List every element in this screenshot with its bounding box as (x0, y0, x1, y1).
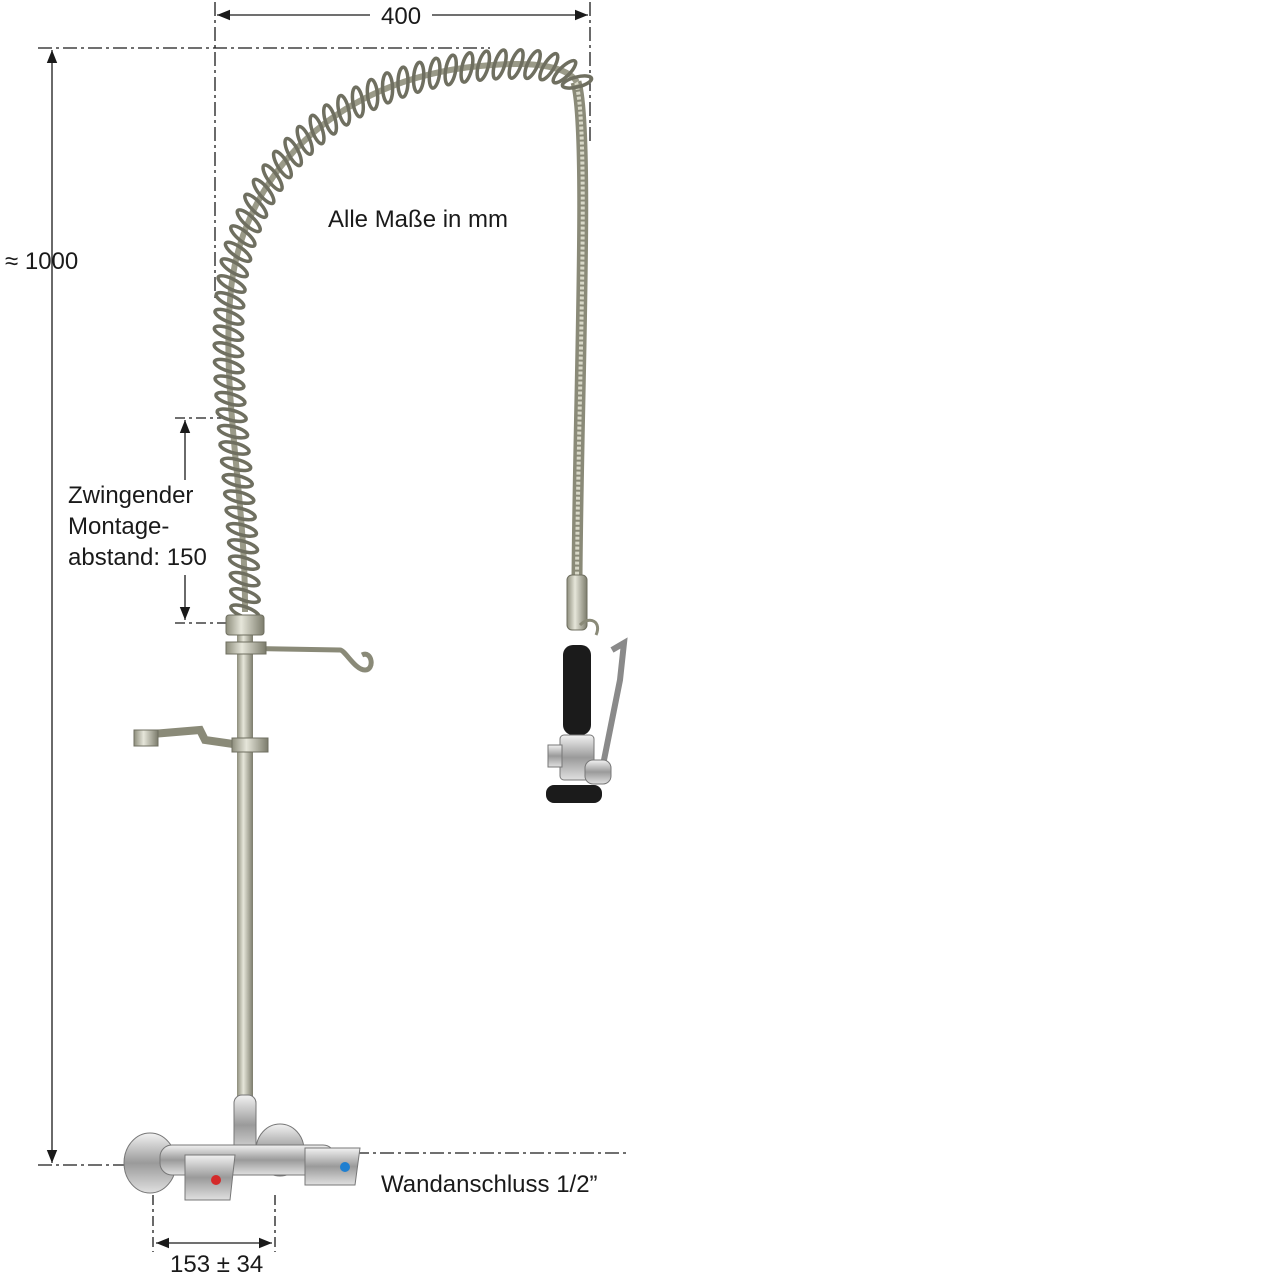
spring-coil (212, 357, 245, 375)
spring-coil (219, 257, 250, 279)
spring-coil (214, 290, 246, 310)
spring-coil (350, 85, 366, 119)
spring-coil (308, 113, 326, 146)
spring-coil (216, 423, 250, 440)
hot-indicator-icon (211, 1175, 221, 1185)
spray-valve (546, 574, 628, 803)
spring-coil (427, 56, 442, 90)
spring-coil (295, 124, 315, 157)
width-dimension-label: 400 (381, 3, 422, 30)
spring-coil (507, 48, 525, 80)
connection-note: Wandanschluss 1/2” (381, 1171, 598, 1198)
pole (237, 615, 253, 1105)
spacing-label-line-3: abstand: 150 (68, 544, 207, 571)
spring-coil (214, 390, 247, 407)
units-note: Alle Maße in mm (328, 206, 509, 233)
spring-coil (261, 163, 284, 192)
spring-coil (221, 472, 254, 489)
spacing-label-line-2: Montage- (68, 513, 170, 540)
spacing-label-line-1: Zwingender (68, 482, 194, 509)
spring-coil (227, 554, 261, 571)
spring-coil (475, 49, 492, 82)
spring-coil (223, 240, 253, 264)
spring-coil (243, 192, 269, 220)
spring-coil (219, 456, 253, 473)
spring-coil (229, 224, 257, 249)
spring-coil (560, 74, 594, 90)
spring-coil (411, 60, 426, 94)
spring-coil (491, 48, 508, 81)
spring-coil (226, 538, 260, 555)
spring-coil (228, 586, 261, 605)
spring-coil (283, 136, 304, 168)
spring-coil (215, 407, 248, 424)
spring-coil (224, 505, 257, 522)
dimension-lines (38, 2, 628, 1252)
spring-coil (212, 324, 245, 343)
spring-coil (251, 177, 276, 206)
spring-coils (212, 48, 594, 621)
hook-arm (225, 641, 374, 673)
base-dimension-label: 153 ± 34 (170, 1251, 264, 1278)
spring-coil (551, 58, 578, 85)
spring-coil (321, 103, 339, 136)
spring-coil (396, 65, 410, 99)
spring-coil (213, 307, 245, 326)
spring-coil (365, 77, 380, 112)
spring-core (225, 61, 580, 613)
spring-coil (218, 440, 251, 456)
spring-coil (443, 53, 459, 87)
spring-coil (380, 71, 395, 105)
wall-mixer (123, 1094, 361, 1201)
wall-bracket (133, 725, 269, 753)
spring-coil (222, 489, 256, 506)
spring-coil (271, 149, 294, 180)
spring-coil (213, 374, 246, 391)
spring-coil (459, 51, 475, 84)
spring-coil (538, 51, 560, 82)
spring-coil (523, 48, 542, 81)
height-dimension-label: ≈ 1000 (5, 248, 79, 275)
cold-indicator-icon (340, 1162, 350, 1172)
spring-coil (235, 208, 262, 234)
spring-coil (216, 274, 247, 294)
spring-coil (336, 93, 352, 127)
spring-coil (228, 570, 261, 588)
spring-coil (212, 341, 245, 359)
spring-coil (225, 521, 259, 538)
